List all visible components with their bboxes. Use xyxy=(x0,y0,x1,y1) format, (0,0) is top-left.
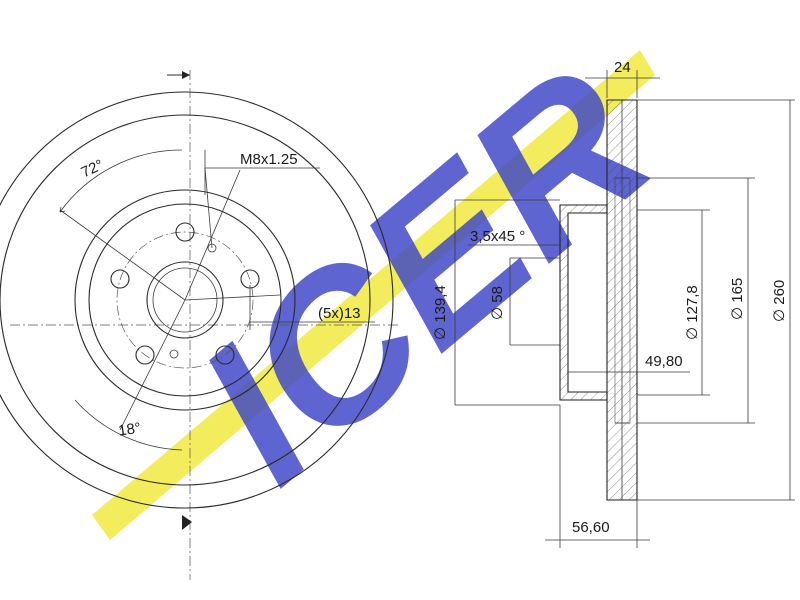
dia-127-label: ∅ 127,8 xyxy=(684,285,701,340)
thickness-label: 24 xyxy=(614,59,631,76)
icer-logo-watermark: ICER xyxy=(92,23,691,540)
min-thickness-label: 49,80 xyxy=(645,353,683,370)
bolt-hole xyxy=(110,269,130,289)
chamfer-label: 3,5x45 ° xyxy=(470,228,525,245)
disc-outer-edge xyxy=(0,91,394,509)
bolt-holes-label: (5x)13 xyxy=(318,305,361,322)
threaded-hole xyxy=(169,349,179,359)
side-view: 24 ∅ 139,4 ∅ 58 ∅ 127,8 ∅ 165 ∅ 260 3,5x… xyxy=(432,59,795,548)
dia-260-label: ∅ 260 xyxy=(771,280,788,322)
center-bore xyxy=(146,261,224,339)
angle-72-label: 72° xyxy=(78,156,106,181)
dia-139-label: ∅ 139,4 xyxy=(432,285,449,340)
thread-label: M8x1.25 xyxy=(240,151,298,168)
bolt-hole xyxy=(175,222,195,242)
dia-58-label: ∅ 58 xyxy=(489,286,506,320)
dia-165-label: ∅ 165 xyxy=(729,278,746,320)
bolt-hole xyxy=(135,345,155,365)
hat-section xyxy=(559,204,608,401)
bolt-hole xyxy=(215,345,235,365)
logo-yellow-stripe xyxy=(92,50,655,540)
disc-friction-inner xyxy=(0,114,371,486)
angle-18-label: 18° xyxy=(117,420,142,440)
hat-outer xyxy=(74,189,296,411)
bolt-circle xyxy=(116,231,254,369)
overall-height-label: 56,60 xyxy=(572,519,610,536)
front-view: 72° 18° M8x1.25 (5x)13 xyxy=(0,70,400,580)
hat-inner xyxy=(88,203,282,397)
